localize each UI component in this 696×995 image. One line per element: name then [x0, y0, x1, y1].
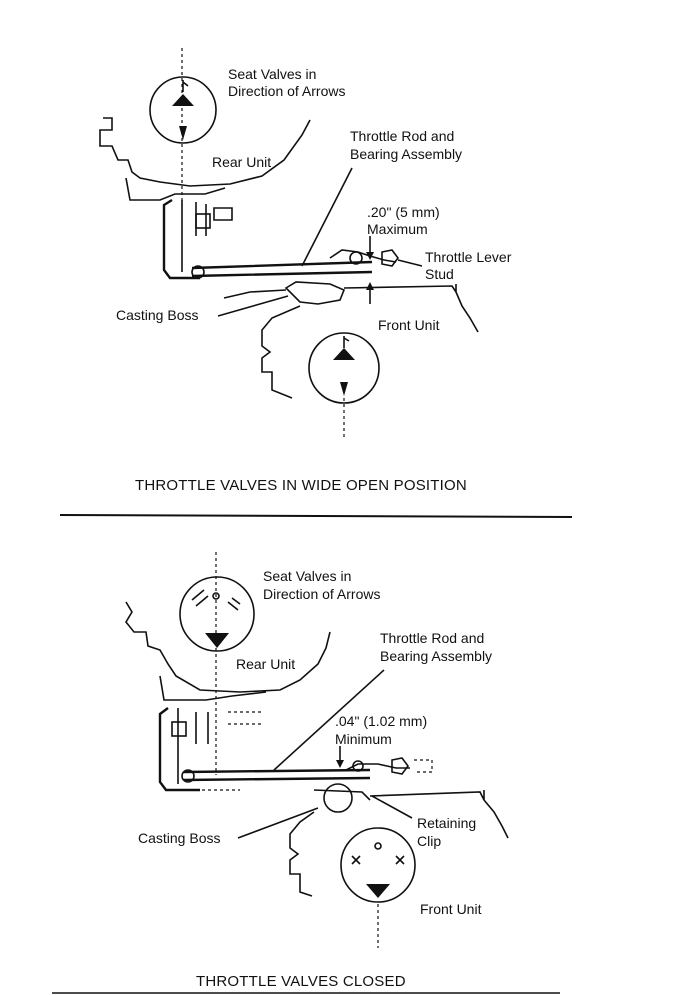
- top-gap-label-1: .20" (5 mm): [367, 204, 440, 220]
- bottom-lever-stud: [391, 757, 409, 775]
- bottom-front-unit-outline: [289, 811, 315, 897]
- top-figure: Seat Valves in Direction of Arrows Rear …: [99, 48, 512, 494]
- bottom-bracket: [158, 707, 200, 792]
- bottom-front-valve-marks: [351, 855, 405, 865]
- top-throttle-rod-label-2: Bearing Assembly: [350, 146, 462, 162]
- top-rear-valve-bore: [149, 76, 217, 144]
- bottom-throttle-rod: [183, 768, 371, 782]
- top-gap-arrowhead-up-icon: [366, 282, 374, 290]
- figure-separator: [59, 514, 573, 518]
- bottom-front-body-top: [369, 790, 485, 801]
- bottom-seat-valves-label-1: Seat Valves in: [263, 568, 351, 584]
- top-throttle-rod-label-1: Throttle Rod and: [350, 128, 454, 144]
- bottom-rod-end: [181, 769, 195, 783]
- top-front-valve-mark: [343, 336, 350, 348]
- top-front-arrow-up-icon: [333, 348, 355, 360]
- top-caption: THROTTLE VALVES IN WIDE OPEN POSITION: [135, 477, 467, 494]
- bottom-figure: Seat Valves in Direction of Arrows Rear …: [125, 552, 509, 990]
- bottom-gap-label-2: Minimum: [335, 731, 392, 747]
- bottom-front-unit-label: Front Unit: [420, 901, 482, 917]
- bottom-mount-block: [228, 711, 262, 725]
- bottom-throttle-rod-label-1: Throttle Rod and: [380, 630, 484, 646]
- top-mount-block: [213, 207, 233, 221]
- top-front-unit-label: Front Unit: [378, 317, 440, 333]
- top-lever-stud: [381, 249, 399, 267]
- top-rod-leader: [301, 167, 353, 267]
- bottom-rear-arrow-down-icon: [205, 633, 229, 648]
- bottom-rod-leader: [273, 669, 385, 771]
- bottom-gap-label-1: .04" (1.02 mm): [335, 713, 427, 729]
- bottom-rear-base: [159, 675, 267, 701]
- top-rod-end: [191, 265, 205, 279]
- bottom-front-body-right: [483, 799, 509, 839]
- top-rear-unit-label: Rear Unit: [212, 154, 271, 170]
- bottom-caption: THROTTLE VALVES CLOSED: [196, 973, 406, 990]
- top-throttle-lever: [329, 249, 397, 263]
- top-front-unit-outline: [261, 305, 301, 399]
- bottom-lever-detail: [414, 759, 433, 773]
- top-casting-boss-label: Casting Boss: [116, 307, 198, 323]
- top-rear-base: [125, 177, 226, 201]
- top-lever-leader: [397, 259, 423, 267]
- bottom-bracket-detail: [177, 708, 209, 784]
- top-casting-boss-leader: [217, 295, 289, 317]
- bottom-retaining-clip-label-2: Clip: [417, 833, 441, 849]
- top-throttle-lever-label-2: Stud: [425, 266, 454, 282]
- bottom-throttle-rod-label-2: Bearing Assembly: [380, 648, 492, 664]
- bottom-retaining-clip-label-1: Retaining: [417, 815, 476, 831]
- top-bracket-nut: [195, 213, 211, 229]
- top-lever-pivot: [349, 251, 363, 265]
- bottom-rear-valve-hatching: [191, 589, 241, 611]
- top-front-body-top: [343, 284, 457, 295]
- bottom-casting-boss-label: Casting Boss: [138, 830, 220, 846]
- top-gap-arrowhead-down-icon: [366, 252, 374, 260]
- top-front-body-left: [223, 289, 287, 299]
- bottom-seat-valves-label-2: Direction of Arrows: [263, 586, 380, 602]
- bottom-rear-valve-pin: [212, 592, 220, 600]
- bottom-rear-valve-bore: [179, 576, 255, 652]
- bottom-front-valve-bore: [340, 827, 416, 903]
- bottom-gap-arrowhead-icon: [336, 760, 344, 768]
- top-gap-label-2: Maximum: [367, 221, 428, 237]
- bottom-throttle-lever: [345, 763, 410, 771]
- top-throttle-lever-label-1: Throttle Lever: [425, 249, 512, 265]
- top-casting-boss-shape: [284, 281, 346, 305]
- top-throttle-rod: [191, 260, 373, 278]
- bottom-retaining-clip-leader: [371, 795, 413, 819]
- top-front-valve-bore: [308, 332, 380, 404]
- bottom-front-arrow-down-icon: [366, 884, 390, 898]
- bottom-boss-body: [313, 789, 371, 801]
- bottom-bracket-nut: [171, 721, 187, 737]
- top-rear-valve-mark: [182, 80, 189, 92]
- top-front-arrow-icon: [340, 382, 348, 396]
- top-front-body-right: [455, 291, 479, 333]
- bottom-rear-unit-label: Rear Unit: [236, 656, 295, 672]
- top-bracket-detail: [181, 200, 207, 272]
- top-bracket: [162, 198, 200, 280]
- top-rear-arrow-up-icon: [172, 94, 194, 106]
- bottom-casting-boss-leader: [237, 807, 319, 839]
- top-seat-valves-label-1: Seat Valves in: [228, 66, 316, 82]
- bottom-rear-unit-outline: [125, 601, 331, 693]
- top-rear-arrow-icon: [179, 126, 187, 140]
- bottom-casting-boss-shape: [323, 783, 353, 813]
- bottom-front-valve-pin: [374, 842, 382, 850]
- bottom-lever-pivot: [352, 760, 364, 772]
- top-rear-unit-outline: [99, 117, 311, 187]
- top-seat-valves-label-2: Direction of Arrows: [228, 83, 345, 99]
